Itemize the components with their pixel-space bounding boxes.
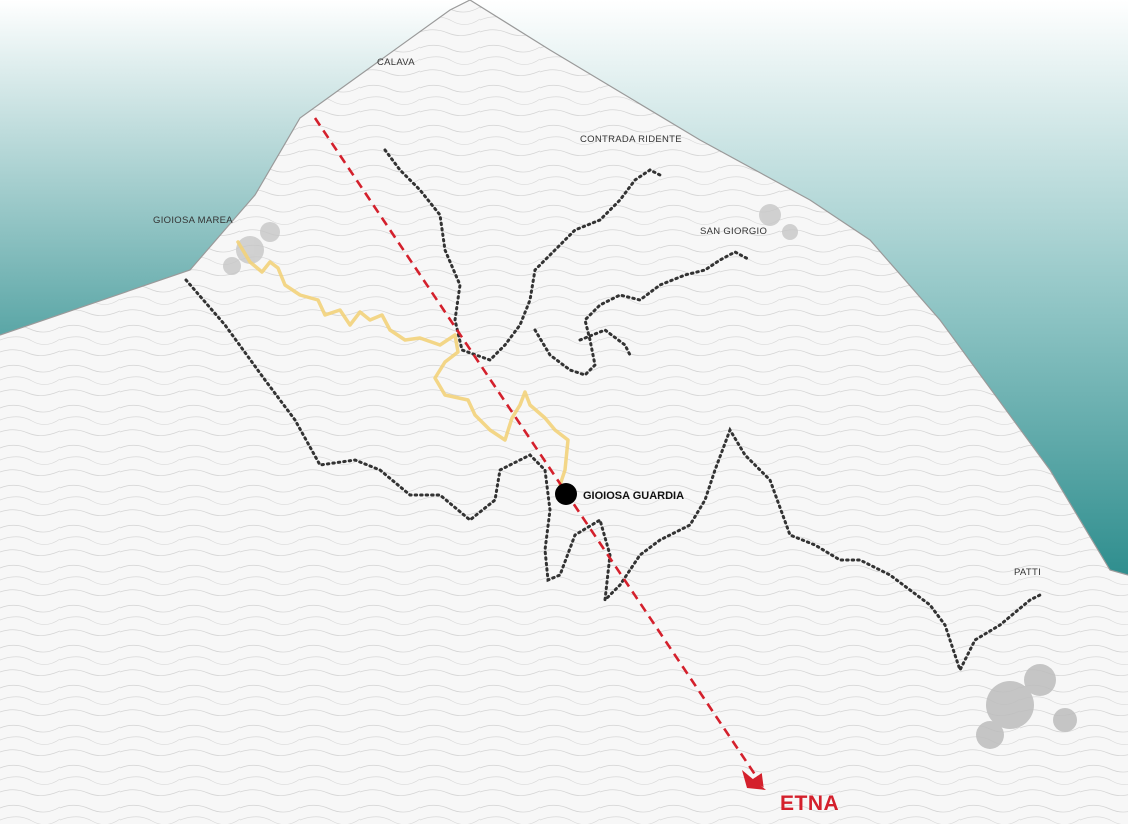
label-etna: ETNA (780, 792, 839, 815)
administrative-boundaries (184, 148, 1042, 674)
sea-east (470, 0, 1128, 575)
label-gioiosa-marea: GIOIOSA MAREA (153, 215, 233, 226)
urban-area-san-giorgio (759, 204, 798, 240)
walking-trail (236, 240, 570, 487)
etna-arrow-icon (742, 770, 766, 790)
label-calava: CALAVA (377, 57, 415, 68)
sightline-to-etna (313, 117, 764, 788)
boundary-east (533, 250, 752, 377)
label-patti: PATTI (1014, 567, 1041, 578)
boundary-central (383, 148, 662, 362)
boundary-west (184, 278, 1042, 674)
boundary-south-inner (578, 328, 632, 357)
urban-area-patti (976, 664, 1077, 749)
gioiosa-guardia-marker[interactable] (555, 483, 577, 505)
sea-west (0, 0, 470, 335)
label-contrada-ridente: CONTRADA RIDENTE (580, 134, 682, 145)
label-san-giorgio: SAN GIORGIO (700, 226, 767, 237)
coastline (0, 0, 1128, 576)
urban-area-gioiosa-marea (223, 222, 280, 275)
label-gioiosa-guardia: GIOIOSA GUARDIA (583, 490, 684, 502)
